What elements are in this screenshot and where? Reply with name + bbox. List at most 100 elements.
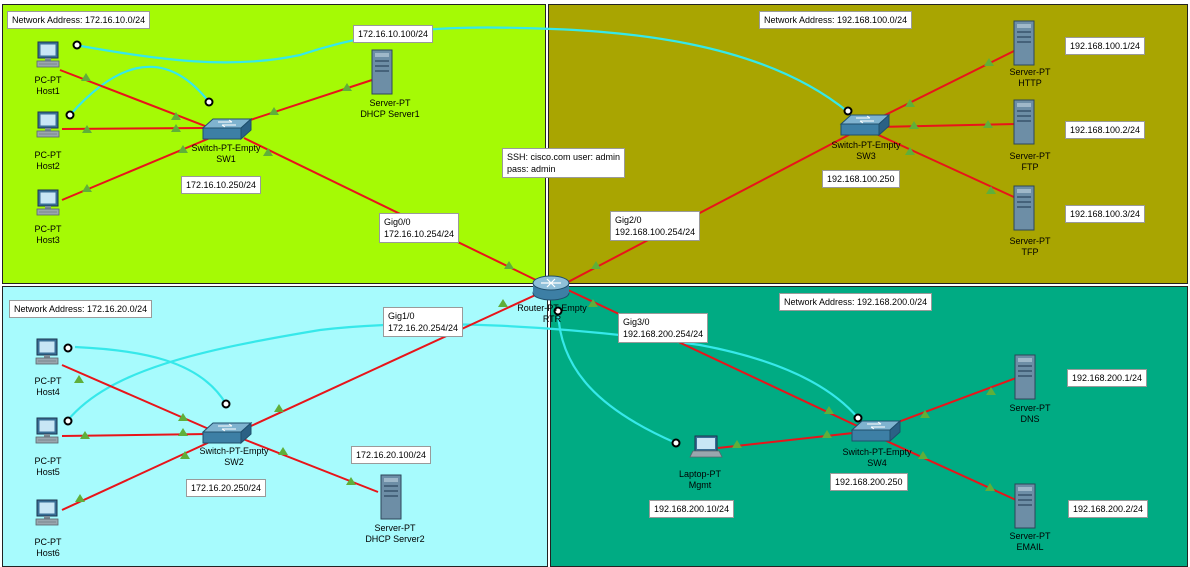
link-sw3-ftp [879,123,1017,128]
pc-icon-host1 [36,41,60,68]
port-up-indicator [986,387,996,395]
interface-ip: 192.168.200.254/24 [623,329,704,339]
interface-name: Gig2/0 [615,215,642,225]
interface-ip: 172.16.10.254/24 [384,229,455,239]
ip-label-sw1: 172.16.10.250/24 [181,176,262,194]
device-name: DNS [1020,414,1040,424]
device-type: PC-PT [34,150,62,160]
server-icon-tfp [1013,185,1035,231]
device-name: Mgmt [688,480,712,490]
port-up-indicator [918,451,928,459]
device-name: DHCP Server1 [360,109,420,119]
link-sw4-dns [881,377,1017,429]
device-name: Host4 [36,387,60,397]
ip-label-http: 192.168.100.1/24 [1065,37,1146,55]
network-address-label: Network Address: 192.168.100.0/24 [759,11,913,29]
switch-icon-sw4 [851,420,901,442]
ip-label-ftp: 192.168.100.2/24 [1065,121,1146,139]
network-address-label: Network Address: 172.16.10.0/24 [7,11,151,29]
link-rtr-sw4 [567,289,871,433]
port-up-indicator [274,404,284,412]
link-rtr-sw2 [237,291,543,433]
port-up-indicator [178,413,188,421]
console-port [553,306,563,316]
interface-ip: 192.168.100.254/24 [615,227,696,237]
port-up-indicator [498,299,508,307]
switch-icon-sw1 [202,118,252,140]
interface-name: Gig1/0 [388,311,415,321]
device-name: DHCP Server2 [365,534,425,544]
device-type: PC-PT [34,537,62,547]
ip-label-email: 192.168.200.2/24 [1068,500,1149,518]
server-icon-dns [1014,354,1036,400]
device-type: Server-PT [1009,531,1051,541]
port-up-indicator [504,261,514,269]
port-up-indicator [171,124,181,132]
device-type: Switch-PT-Empty [842,447,912,457]
console-port [65,110,75,120]
pc-icon-host4 [35,338,59,365]
console-link-host1-rtr [74,26,849,113]
device-type: Server-PT [369,98,411,108]
console-port [843,106,853,116]
console-port [204,97,214,107]
port-up-indicator [82,125,92,133]
switch-icon-sw3 [840,114,890,136]
port-up-indicator [81,73,91,81]
port-up-indicator [985,483,995,491]
port-up-indicator [178,145,188,153]
port-up-indicator [822,430,832,438]
server-icon-dhcp2 [380,474,402,520]
link-rtr-sw3 [567,127,863,283]
ssh-line: pass: admin [507,164,556,174]
device-name: Host6 [36,548,60,558]
console-port [221,399,231,409]
link-sw1-rtr [243,137,541,283]
ip-label-dhcp2: 172.16.20.100/24 [351,446,432,464]
port-up-indicator [346,477,356,485]
device-type: Switch-PT-Empty [191,143,261,153]
console-port [63,416,73,426]
device-name: Host2 [36,161,60,171]
device-name: Host3 [36,235,60,245]
ip-label-dhcp1: 172.16.10.100/24 [353,25,434,43]
pc-icon-host2 [36,111,60,138]
network-address-label: Network Address: 172.16.20.0/24 [9,300,153,318]
pc-icon-host5 [35,417,59,444]
device-type: Server-PT [374,523,416,533]
port-up-indicator [732,440,742,448]
device-type: Laptop-PT [678,469,722,479]
pc-icon-host6 [35,499,59,526]
port-up-indicator [263,148,273,156]
device-type: Switch-PT-Empty [831,140,901,150]
network-address-label: Network Address: 192.168.200.0/24 [779,293,933,311]
port-up-indicator [909,121,919,129]
console-port [853,413,863,423]
interface-label-gig10: Gig1/0 172.16.20.254/24 [383,307,464,337]
port-up-indicator [269,107,279,115]
pc-icon-host3 [36,189,60,216]
device-name: HTTP [1018,78,1042,88]
link-laptop-sw4 [717,431,863,449]
